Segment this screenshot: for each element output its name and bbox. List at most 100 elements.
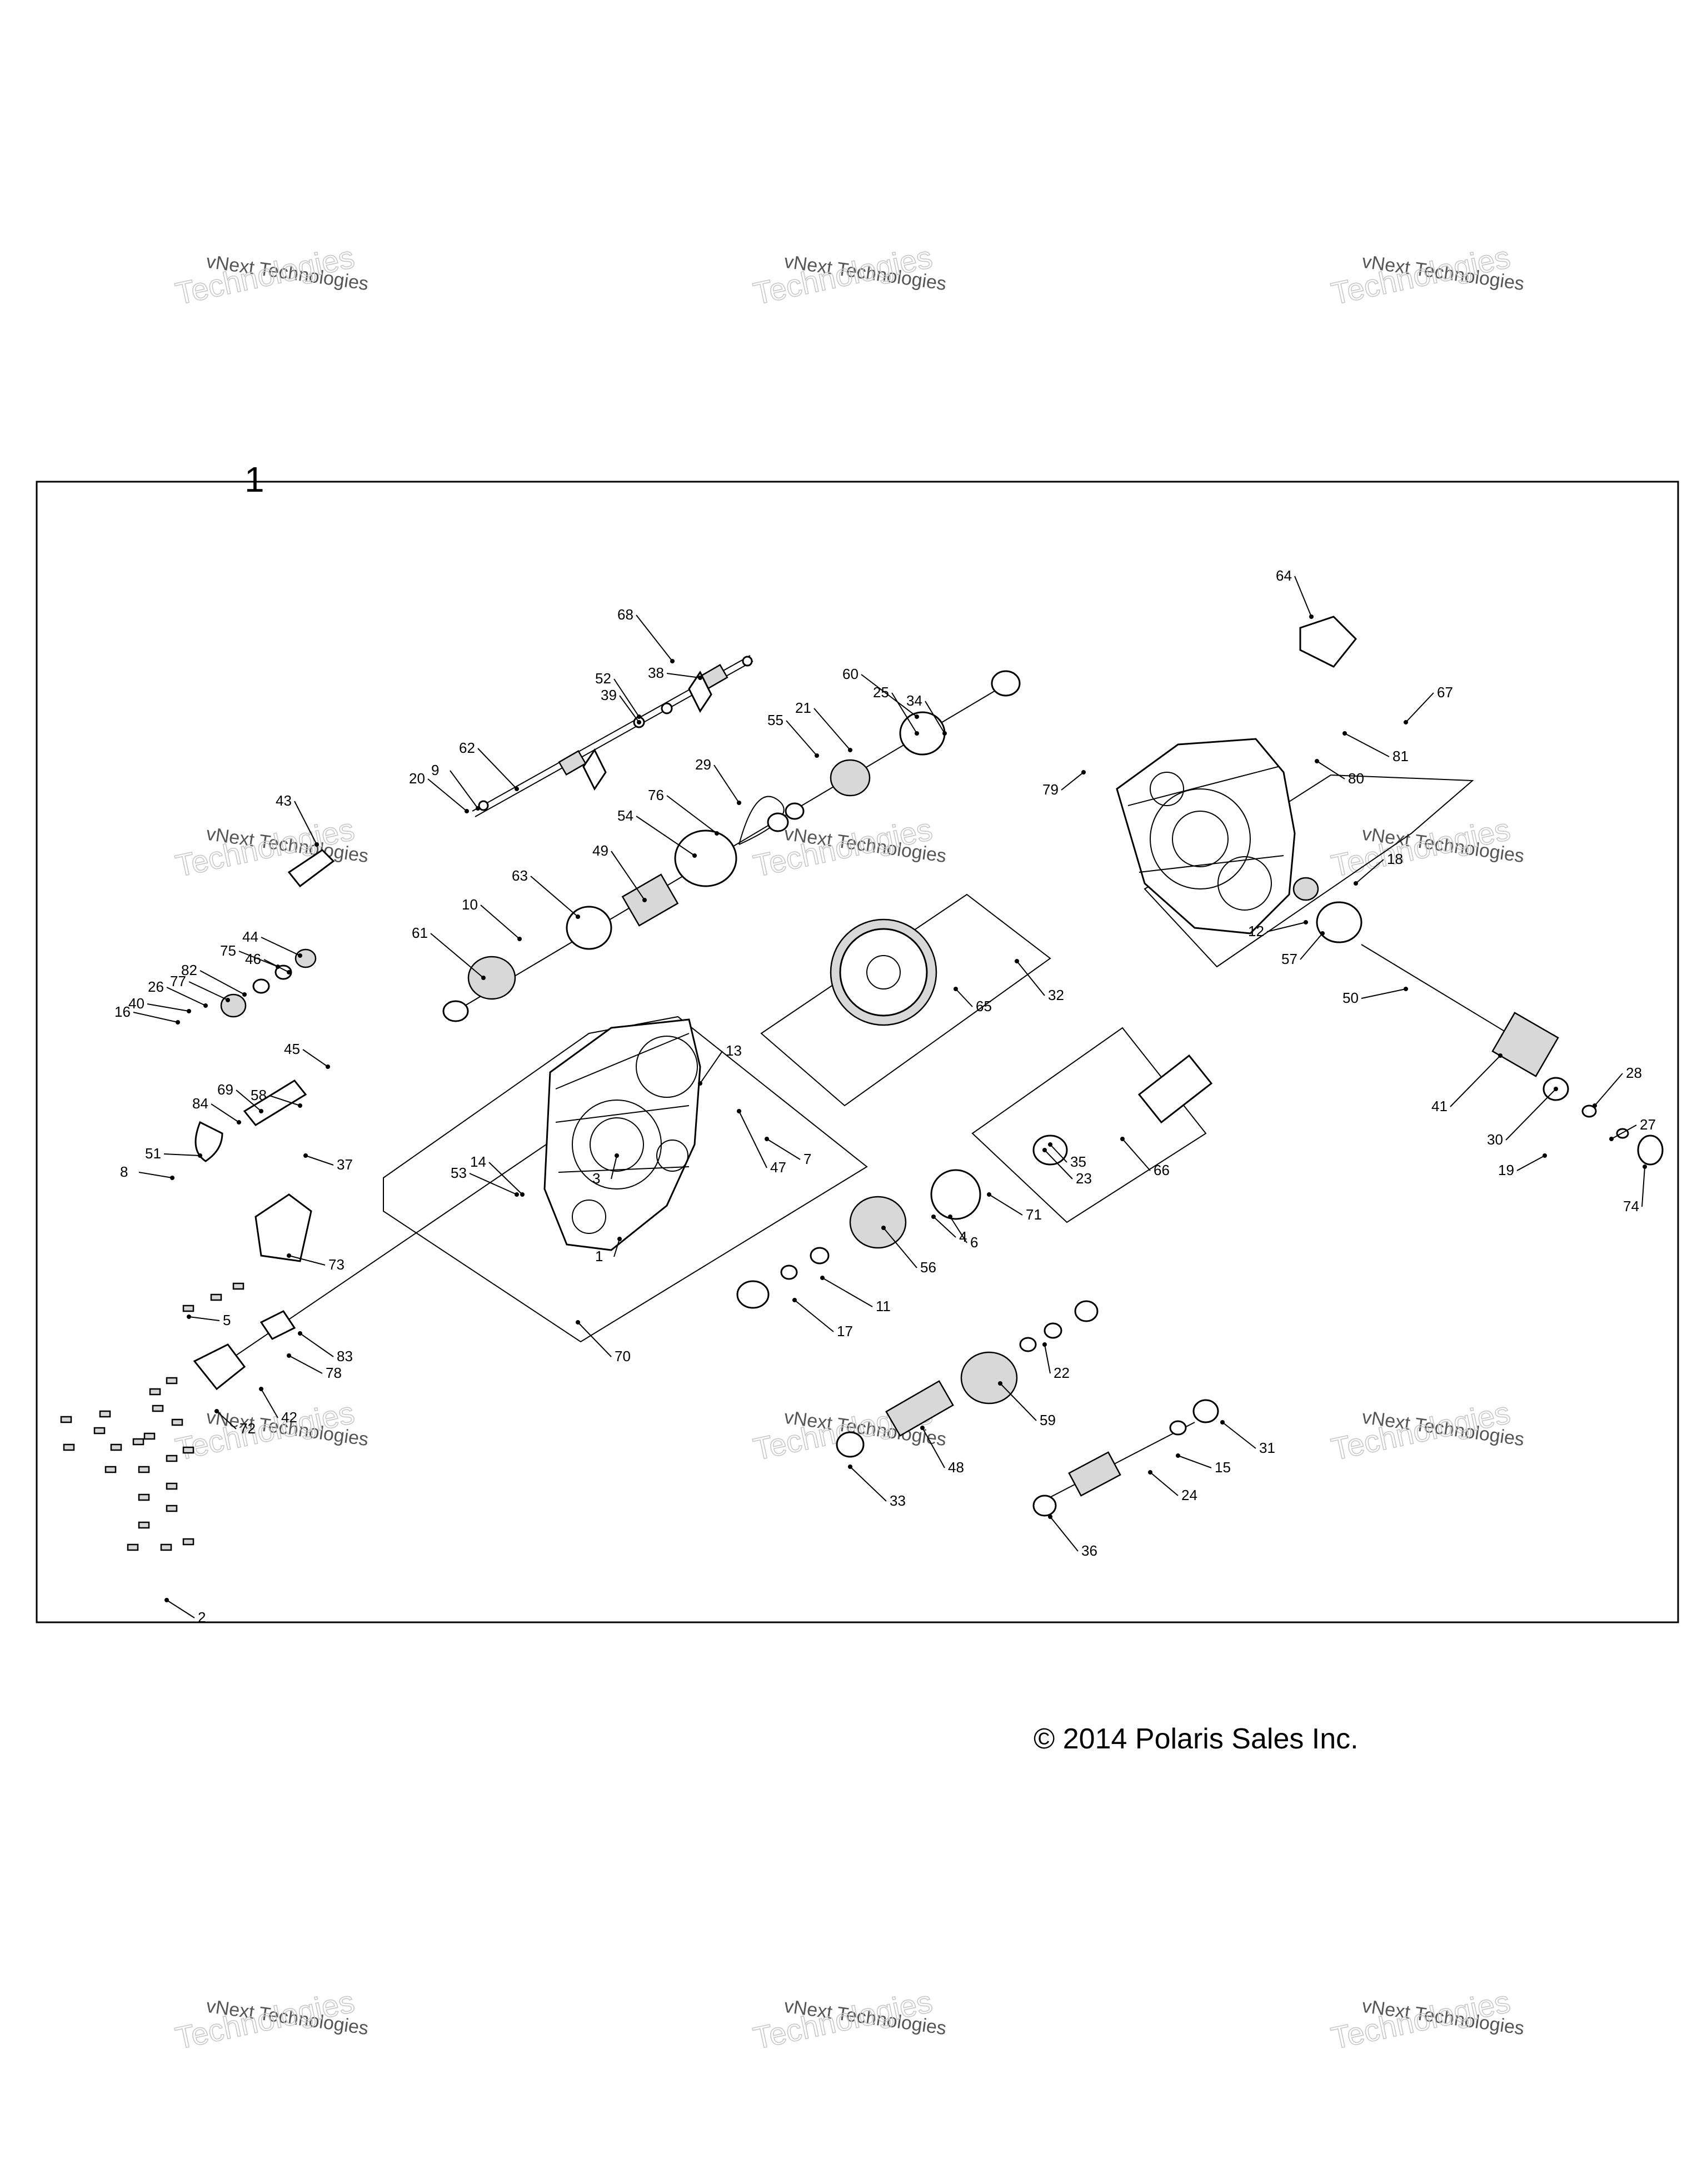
callout-leader xyxy=(922,1427,945,1468)
callout-leader xyxy=(138,1172,173,1178)
callout-leader xyxy=(861,674,917,717)
bolt xyxy=(93,1427,106,1435)
callout-arrow xyxy=(792,1298,797,1302)
callout-number: 44 xyxy=(242,928,258,945)
callout-arrow xyxy=(226,998,230,1002)
callout-number: 83 xyxy=(337,1348,353,1365)
bolt xyxy=(182,1538,194,1546)
callout-arrow xyxy=(176,1020,180,1024)
callout-leader xyxy=(738,1111,767,1168)
callout-arrow xyxy=(931,1215,936,1219)
watermark-outline-text: Technologies xyxy=(750,239,935,311)
callout-arrow xyxy=(637,720,641,724)
callout-leader xyxy=(786,720,817,756)
callout-leader xyxy=(133,1012,178,1023)
callout-leader xyxy=(666,795,717,834)
callout-arrow xyxy=(1048,1515,1052,1519)
callout-arrow xyxy=(515,1192,519,1197)
callout-arrow xyxy=(698,676,702,680)
callout-arrow xyxy=(881,1226,886,1230)
callout-number: 24 xyxy=(1181,1487,1197,1503)
callout-leader xyxy=(813,708,851,751)
callout-leader xyxy=(713,764,740,803)
callout-arrow xyxy=(1320,931,1325,936)
callout-number: 79 xyxy=(1042,781,1059,798)
front-housing xyxy=(1116,738,1296,934)
callout-leader xyxy=(147,1003,189,1012)
callout-arrow xyxy=(298,1103,302,1108)
callout-arrow xyxy=(737,801,741,805)
bolt xyxy=(160,1543,172,1551)
bolt xyxy=(166,1377,178,1385)
callout-leader xyxy=(700,1051,723,1084)
group-box-67 xyxy=(1144,774,1474,968)
callout-leader xyxy=(1266,922,1306,932)
callout-number: 5 xyxy=(223,1312,231,1328)
callout-number: 49 xyxy=(592,842,608,859)
callout-arrow xyxy=(915,731,919,736)
callout-arrow xyxy=(164,1598,169,1602)
callout-leader xyxy=(577,1322,612,1357)
callout-arrow xyxy=(1015,959,1019,963)
callout-leader xyxy=(480,904,520,939)
callout-leader xyxy=(238,951,278,967)
callout-arrow xyxy=(287,1353,291,1358)
callout-number: 53 xyxy=(451,1165,467,1181)
callout-arrow xyxy=(1609,1137,1614,1141)
watermark-outline-text: Technologies xyxy=(172,811,357,883)
callout-arrow xyxy=(1354,881,1358,886)
callout-leader xyxy=(427,778,467,812)
callout-leader xyxy=(1355,859,1384,884)
callout-number: 33 xyxy=(890,1492,906,1509)
callout-leader xyxy=(766,1138,801,1160)
callout-number: 63 xyxy=(512,867,528,884)
watermark-outline-text: Technologies xyxy=(172,1983,357,2056)
callout-leader xyxy=(166,987,206,1006)
callout-number: 32 xyxy=(1048,987,1064,1003)
callout-leader xyxy=(1000,1383,1037,1421)
callout-arrow xyxy=(1543,1153,1547,1158)
callout-arrow xyxy=(1498,1053,1503,1058)
callout-number: 73 xyxy=(328,1256,345,1273)
callout-arrow xyxy=(848,1465,852,1469)
callout-arrow xyxy=(1120,1137,1125,1141)
bolt xyxy=(99,1410,111,1418)
callout-number: 9 xyxy=(431,762,439,778)
callout-arrow xyxy=(259,1109,263,1113)
callout-arrow xyxy=(920,1426,925,1430)
callout-leader xyxy=(891,692,917,734)
callout-number: 72 xyxy=(239,1420,256,1437)
callout-arrow xyxy=(998,1381,1002,1386)
callout-arrow xyxy=(298,1331,302,1336)
callout-leader xyxy=(305,1155,334,1166)
callout-arrow xyxy=(303,1153,308,1158)
callout-number: 25 xyxy=(873,684,889,701)
callout-leader xyxy=(1044,1344,1051,1374)
callout-number: 68 xyxy=(617,606,633,623)
callout-number: 7 xyxy=(803,1151,811,1167)
callout-number: 69 xyxy=(217,1081,233,1098)
callout-leader xyxy=(850,1466,887,1502)
bolt xyxy=(166,1455,178,1462)
watermark-outline-text: Technologies xyxy=(1328,1395,1513,1467)
callout-leader xyxy=(1344,733,1390,757)
assembly-label: 1 xyxy=(244,459,264,499)
callout-arrow xyxy=(1220,1420,1225,1425)
callout-arrow xyxy=(1176,1453,1180,1458)
bolt xyxy=(152,1405,164,1412)
callout-arrow xyxy=(954,987,958,991)
callout-number: 70 xyxy=(615,1348,631,1365)
callout-arrow xyxy=(1404,987,1408,991)
callout-arrow xyxy=(820,1276,825,1280)
callout-leader xyxy=(302,1049,328,1067)
callout-arrow xyxy=(670,659,675,663)
callout-number: 47 xyxy=(770,1159,786,1176)
callout-leader xyxy=(1016,961,1045,996)
bracket-64 xyxy=(1299,616,1357,668)
group-box-70 xyxy=(383,1016,868,1343)
left-side-parts xyxy=(193,849,335,1391)
callout-number: 22 xyxy=(1054,1365,1070,1381)
callout-arrow xyxy=(692,853,697,858)
callout-number: 8 xyxy=(120,1163,128,1180)
diagram-frame xyxy=(36,481,1679,1623)
